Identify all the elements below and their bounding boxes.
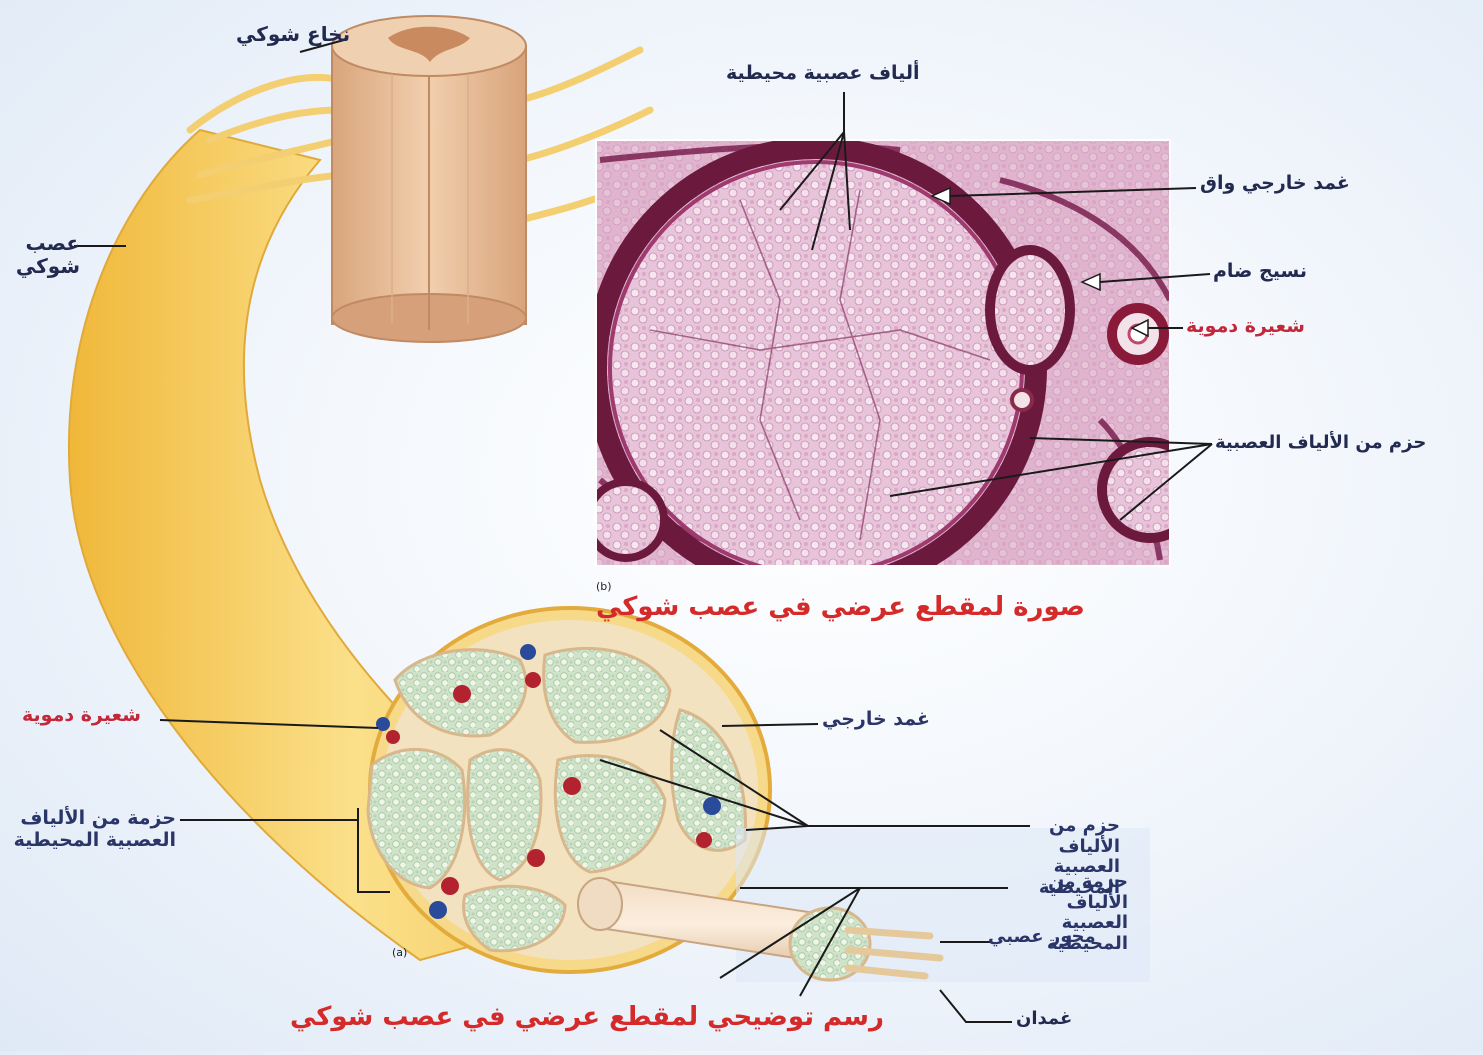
label-spinal-cord: نخاع شوكي	[236, 22, 350, 46]
histology-photo	[588, 140, 1198, 588]
caption-photo: صورة لمقطع عرضي في عصب شوكي	[596, 592, 1085, 622]
label-sheaths: غمدان	[1016, 1008, 1072, 1029]
label-blood-capillary-drawing: شعيرة دموية	[22, 704, 141, 726]
label-outer-protective-sheath: غمد خارجي واق	[1200, 172, 1350, 194]
label-spinal-nerve: عصب شوكي	[10, 232, 80, 278]
caption-drawing: رسم توضيحي لمقطع عرضي في عصب شوكي	[290, 1002, 884, 1032]
label-peripheral-nerve-fibers: ألياف عصبية محيطية	[726, 62, 920, 84]
panel-a-marker: (a)	[392, 946, 407, 959]
label-nerve-fiber-bundles-photo: حزم من الألياف العصبية	[1215, 432, 1426, 453]
label-blood-capillary-photo: شعيرة دموية	[1186, 315, 1305, 337]
spinal-cord-drawing	[332, 16, 526, 342]
label-peripheral-fiber-bundle-left: حزمة من الألياف العصبية المحيطية	[4, 808, 176, 852]
label-axon: محور عصبي	[988, 926, 1096, 947]
label-connective-tissue: نسيج ضام	[1213, 260, 1307, 282]
label-outer-sheath: غمد خارجي	[822, 708, 930, 730]
